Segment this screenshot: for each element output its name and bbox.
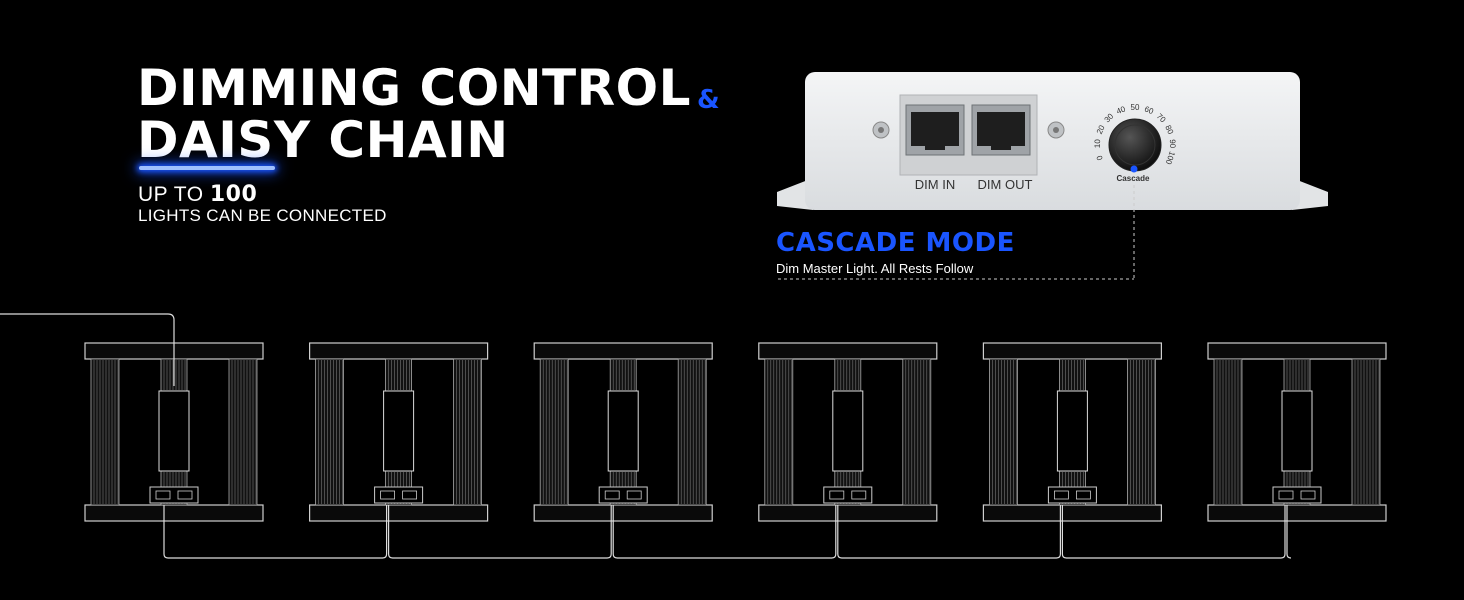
headline-line1: DIMMING CONTROL& [137, 59, 721, 117]
dial-tick-label: 10 [1093, 139, 1102, 149]
dial-tick-label: 60 [1143, 104, 1155, 116]
subtitle-line2: LIGHTS CAN BE CONNECTED [138, 206, 387, 225]
subtitle-line1: UP TO 100 [138, 184, 387, 206]
daisy-chain-cable [1061, 505, 1286, 559]
led-grow-light-fixture-icon [758, 342, 938, 522]
headline-line2: DAISY CHAIN [137, 111, 509, 169]
callout-connector [778, 185, 1135, 280]
cascade-mode-description: Dim Master Light. All Rests Follow [776, 261, 974, 276]
subtitle-number: 100 [209, 182, 258, 207]
led-grow-light-fixture-icon [309, 342, 489, 522]
glow-underline [139, 166, 275, 170]
subtitle: UP TO 100 LIGHTS CAN BE CONNECTED [138, 184, 387, 226]
cascade-indicator-dot [1130, 165, 1138, 173]
dial-tick-label: 100 [1164, 150, 1177, 166]
port-label-dim-out: DIM OUT [978, 177, 1033, 192]
rj45-port-out [971, 104, 1031, 156]
dial-tick-label: 0 [1095, 154, 1105, 162]
dial-tick-label: 90 [1168, 139, 1177, 149]
input-cable [0, 313, 175, 386]
headline-line1-text: DIMMING CONTROL [137, 59, 692, 117]
led-grow-light-fixture-icon [1207, 342, 1387, 522]
headline: DIMMING CONTROL& DAISY CHAIN [137, 62, 720, 166]
port-label-dim-in: DIM IN [915, 177, 955, 192]
dial-tick-label: 40 [1115, 104, 1127, 116]
ampersand: & [697, 85, 721, 115]
subtitle-prefix: UP TO [138, 183, 204, 206]
daisy-chain-cable [1286, 505, 1292, 559]
dial-tick-label: 80 [1163, 124, 1175, 136]
daisy-chain-cable [837, 505, 1061, 559]
led-grow-light-fixture-icon [982, 342, 1163, 522]
led-grow-light-fixture-icon [533, 342, 713, 522]
dial-cascade-label: Cascade [1117, 174, 1150, 183]
daisy-chain-cable [612, 505, 837, 559]
dial-tick-label: 20 [1095, 123, 1107, 135]
daisy-chain-cable [388, 505, 612, 559]
cascade-mode-title: CASCADE MODE [776, 228, 1015, 258]
daisy-chain-diagram [0, 313, 1387, 559]
daisy-chain-cable [163, 505, 388, 559]
dial-tick-label: 50 [1131, 103, 1140, 112]
rj45-port-in [905, 104, 965, 156]
